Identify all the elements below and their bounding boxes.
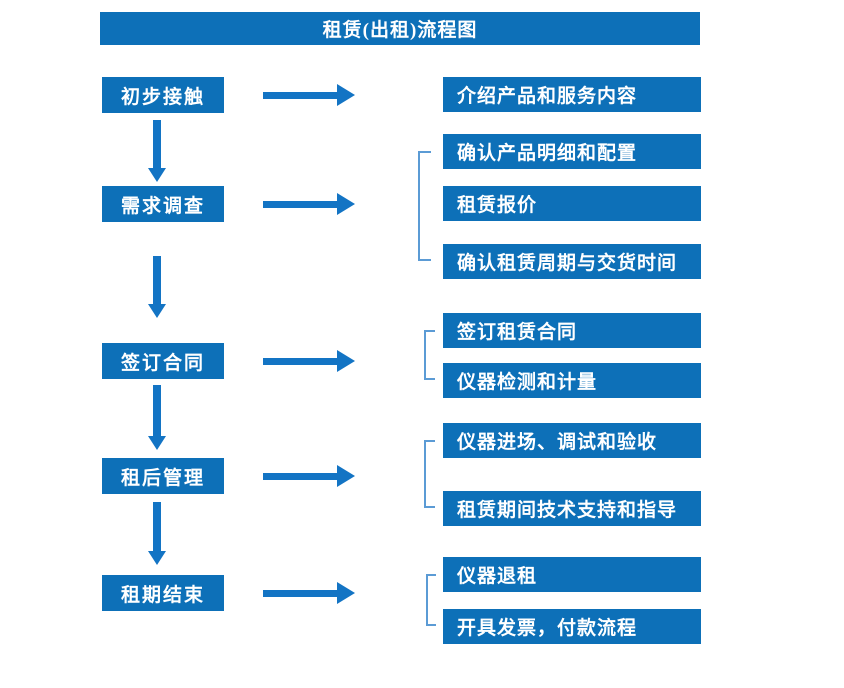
detail-box-instrument-testing: 仪器检测和计量 [443,363,701,398]
detail-box-instrument-return: 仪器退租 [443,557,701,592]
step-box-demand-survey: 需求调查 [102,186,224,222]
step-box-post-rental-mgmt: 租后管理 [102,458,224,494]
down-arrow-icon-4 [148,502,166,565]
right-arrow-icon-2 [263,193,355,215]
detail-box-confirm-config: 确认产品明细和配置 [443,134,701,169]
detail-box-confirm-period: 确认租赁周期与交货时间 [443,244,701,279]
right-arrow-icon-3 [263,350,355,372]
detail-box-tech-support: 租赁期间技术支持和指导 [443,491,701,526]
right-arrow-icon-4 [263,465,355,487]
detail-box-invoice-payment: 开具发票，付款流程 [443,609,701,644]
group-bracket-rental-end [426,574,436,626]
down-arrow-icon-2 [148,256,166,318]
down-arrow-icon-1 [148,120,166,182]
detail-box-rental-quote: 租赁报价 [443,186,701,221]
step-box-initial-contact: 初步接触 [102,77,224,113]
down-arrow-icon-3 [148,385,166,450]
detail-box-intro-products: 介绍产品和服务内容 [443,77,701,112]
right-arrow-icon-1 [263,84,355,106]
detail-box-instrument-entry: 仪器进场、调试和验收 [443,423,701,458]
step-box-rental-end: 租期结束 [102,575,224,611]
group-bracket-post-rental-mgmt [424,440,435,508]
step-box-sign-contract: 签订合同 [102,343,224,379]
detail-box-sign-rental-contract: 签订租赁合同 [443,313,701,348]
group-bracket-demand-survey [418,151,431,261]
diagram-title-bar: 租赁(出租)流程图 [100,12,700,45]
diagram-title: 租赁(出租)流程图 [322,20,478,41]
right-arrow-icon-5 [263,582,355,604]
group-bracket-sign-contract [424,330,435,380]
